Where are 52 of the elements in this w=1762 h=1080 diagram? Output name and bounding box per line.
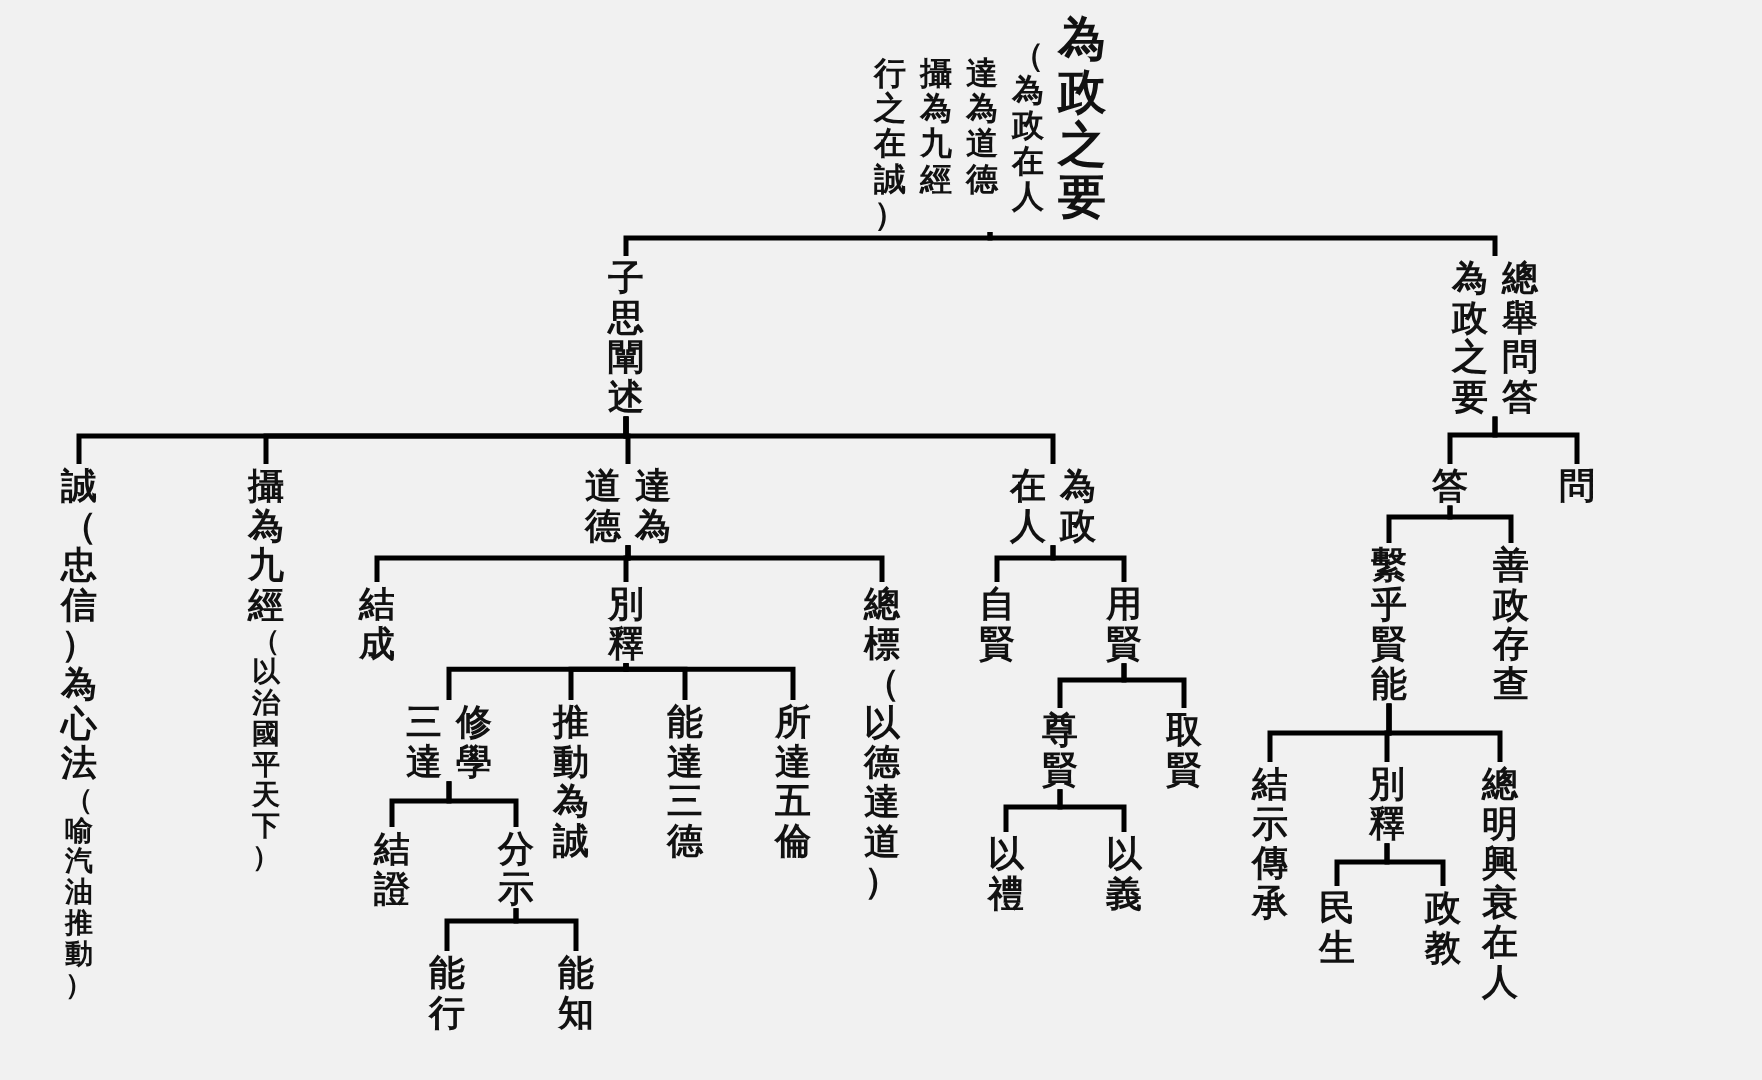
- node-text: 問: [1559, 466, 1595, 506]
- connector-line: [625, 545, 885, 582]
- node-text: 取賢: [1166, 710, 1202, 790]
- connector-line: [1492, 416, 1580, 464]
- node-text: 以義: [1106, 834, 1142, 914]
- node-text: 分示: [498, 829, 534, 909]
- connector-line: [1050, 545, 1127, 582]
- node-text: 攝為九經: [248, 466, 284, 625]
- note-text: 達為道德: [966, 56, 998, 197]
- connector-line: [1384, 843, 1446, 886]
- connector-line: [1386, 703, 1503, 762]
- node-text: 自賢: [979, 584, 1015, 664]
- node-text: 結示傳承: [1252, 764, 1288, 923]
- node-text: 為政在人: [1010, 466, 1096, 546]
- heading-text: 為政之要: [1058, 12, 1106, 224]
- connector-line: [987, 231, 1498, 256]
- note-text: （為政在人: [1012, 38, 1044, 214]
- connector-line: [623, 416, 1056, 464]
- node-text: 誠（忠信）為心法: [61, 466, 97, 783]
- connector-line: [1057, 789, 1127, 832]
- connector-line: [623, 663, 796, 700]
- node-text: 繫乎賢能: [1371, 545, 1407, 704]
- node-text: 總明興衰在人: [1482, 764, 1518, 1002]
- node-text: 民生: [1319, 888, 1355, 968]
- node-text: 推動為誠: [553, 702, 589, 861]
- node-text: 能行: [429, 953, 465, 1033]
- node-text: 結證: [374, 829, 410, 909]
- node-text: 子思闡述: [608, 258, 644, 417]
- connector-line: [513, 908, 579, 951]
- node-text: 結成: [359, 584, 395, 664]
- node-text: 以禮: [988, 834, 1024, 914]
- connector-line: [1121, 663, 1187, 708]
- node-text: 尊賢: [1042, 710, 1078, 790]
- note-text: （以治國平天下）: [252, 626, 280, 873]
- node-text: 總舉問答為政之要: [1452, 258, 1538, 417]
- node-text: 答: [1432, 466, 1468, 506]
- node-text: 別釋: [1369, 764, 1405, 844]
- node-text: 總標（以德達道）: [864, 584, 900, 901]
- node-text: 善政存查: [1493, 545, 1529, 704]
- node-text: 政教: [1425, 888, 1461, 968]
- node-text: 用賢: [1106, 584, 1142, 664]
- node-text: 達為道德: [585, 466, 671, 546]
- connector-line: [446, 781, 519, 827]
- node-text: 所達五倫: [775, 702, 811, 861]
- node-text: 修學三達: [406, 702, 492, 782]
- node-text: 能達三德: [667, 702, 703, 861]
- node-text: 別釋: [608, 584, 644, 664]
- note-text: 攝為九經: [920, 56, 952, 197]
- note-text: （喻汽油推動）: [65, 784, 93, 1001]
- note-text: 行之在誠）: [874, 56, 906, 232]
- connector-line: [1447, 505, 1514, 543]
- node-text: 能知: [558, 953, 594, 1033]
